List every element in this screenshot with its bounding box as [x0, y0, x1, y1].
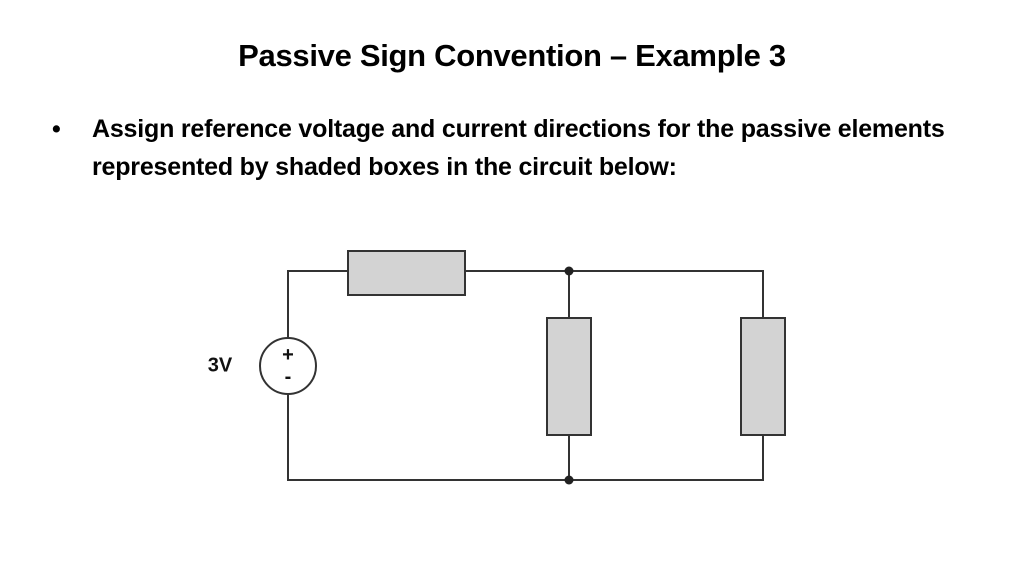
bullet-text: Assign reference voltage and current dir…: [92, 115, 945, 181]
slide-title: Passive Sign Convention – Example 3: [238, 38, 786, 73]
junction-node-top: [564, 266, 574, 276]
wire-top-middle: [465, 270, 764, 318]
wire-bottom: [287, 390, 764, 481]
voltage-source-minus: -: [285, 366, 292, 388]
voltage-source: + -: [259, 337, 317, 395]
wire-left-top: [287, 270, 348, 342]
passive-element-right: [740, 317, 786, 436]
bullet-marker: •: [52, 115, 61, 143]
junction-node-bottom: [564, 475, 574, 485]
passive-element-top: [347, 250, 466, 296]
voltage-source-circle: [259, 337, 317, 395]
bullet-item: • Assign reference voltage and current d…: [52, 110, 982, 186]
voltage-source-label: 3V: [208, 354, 233, 376]
passive-element-middle: [546, 317, 592, 436]
voltage-source-plus: +: [282, 344, 294, 366]
circuit-wires: [287, 270, 764, 481]
